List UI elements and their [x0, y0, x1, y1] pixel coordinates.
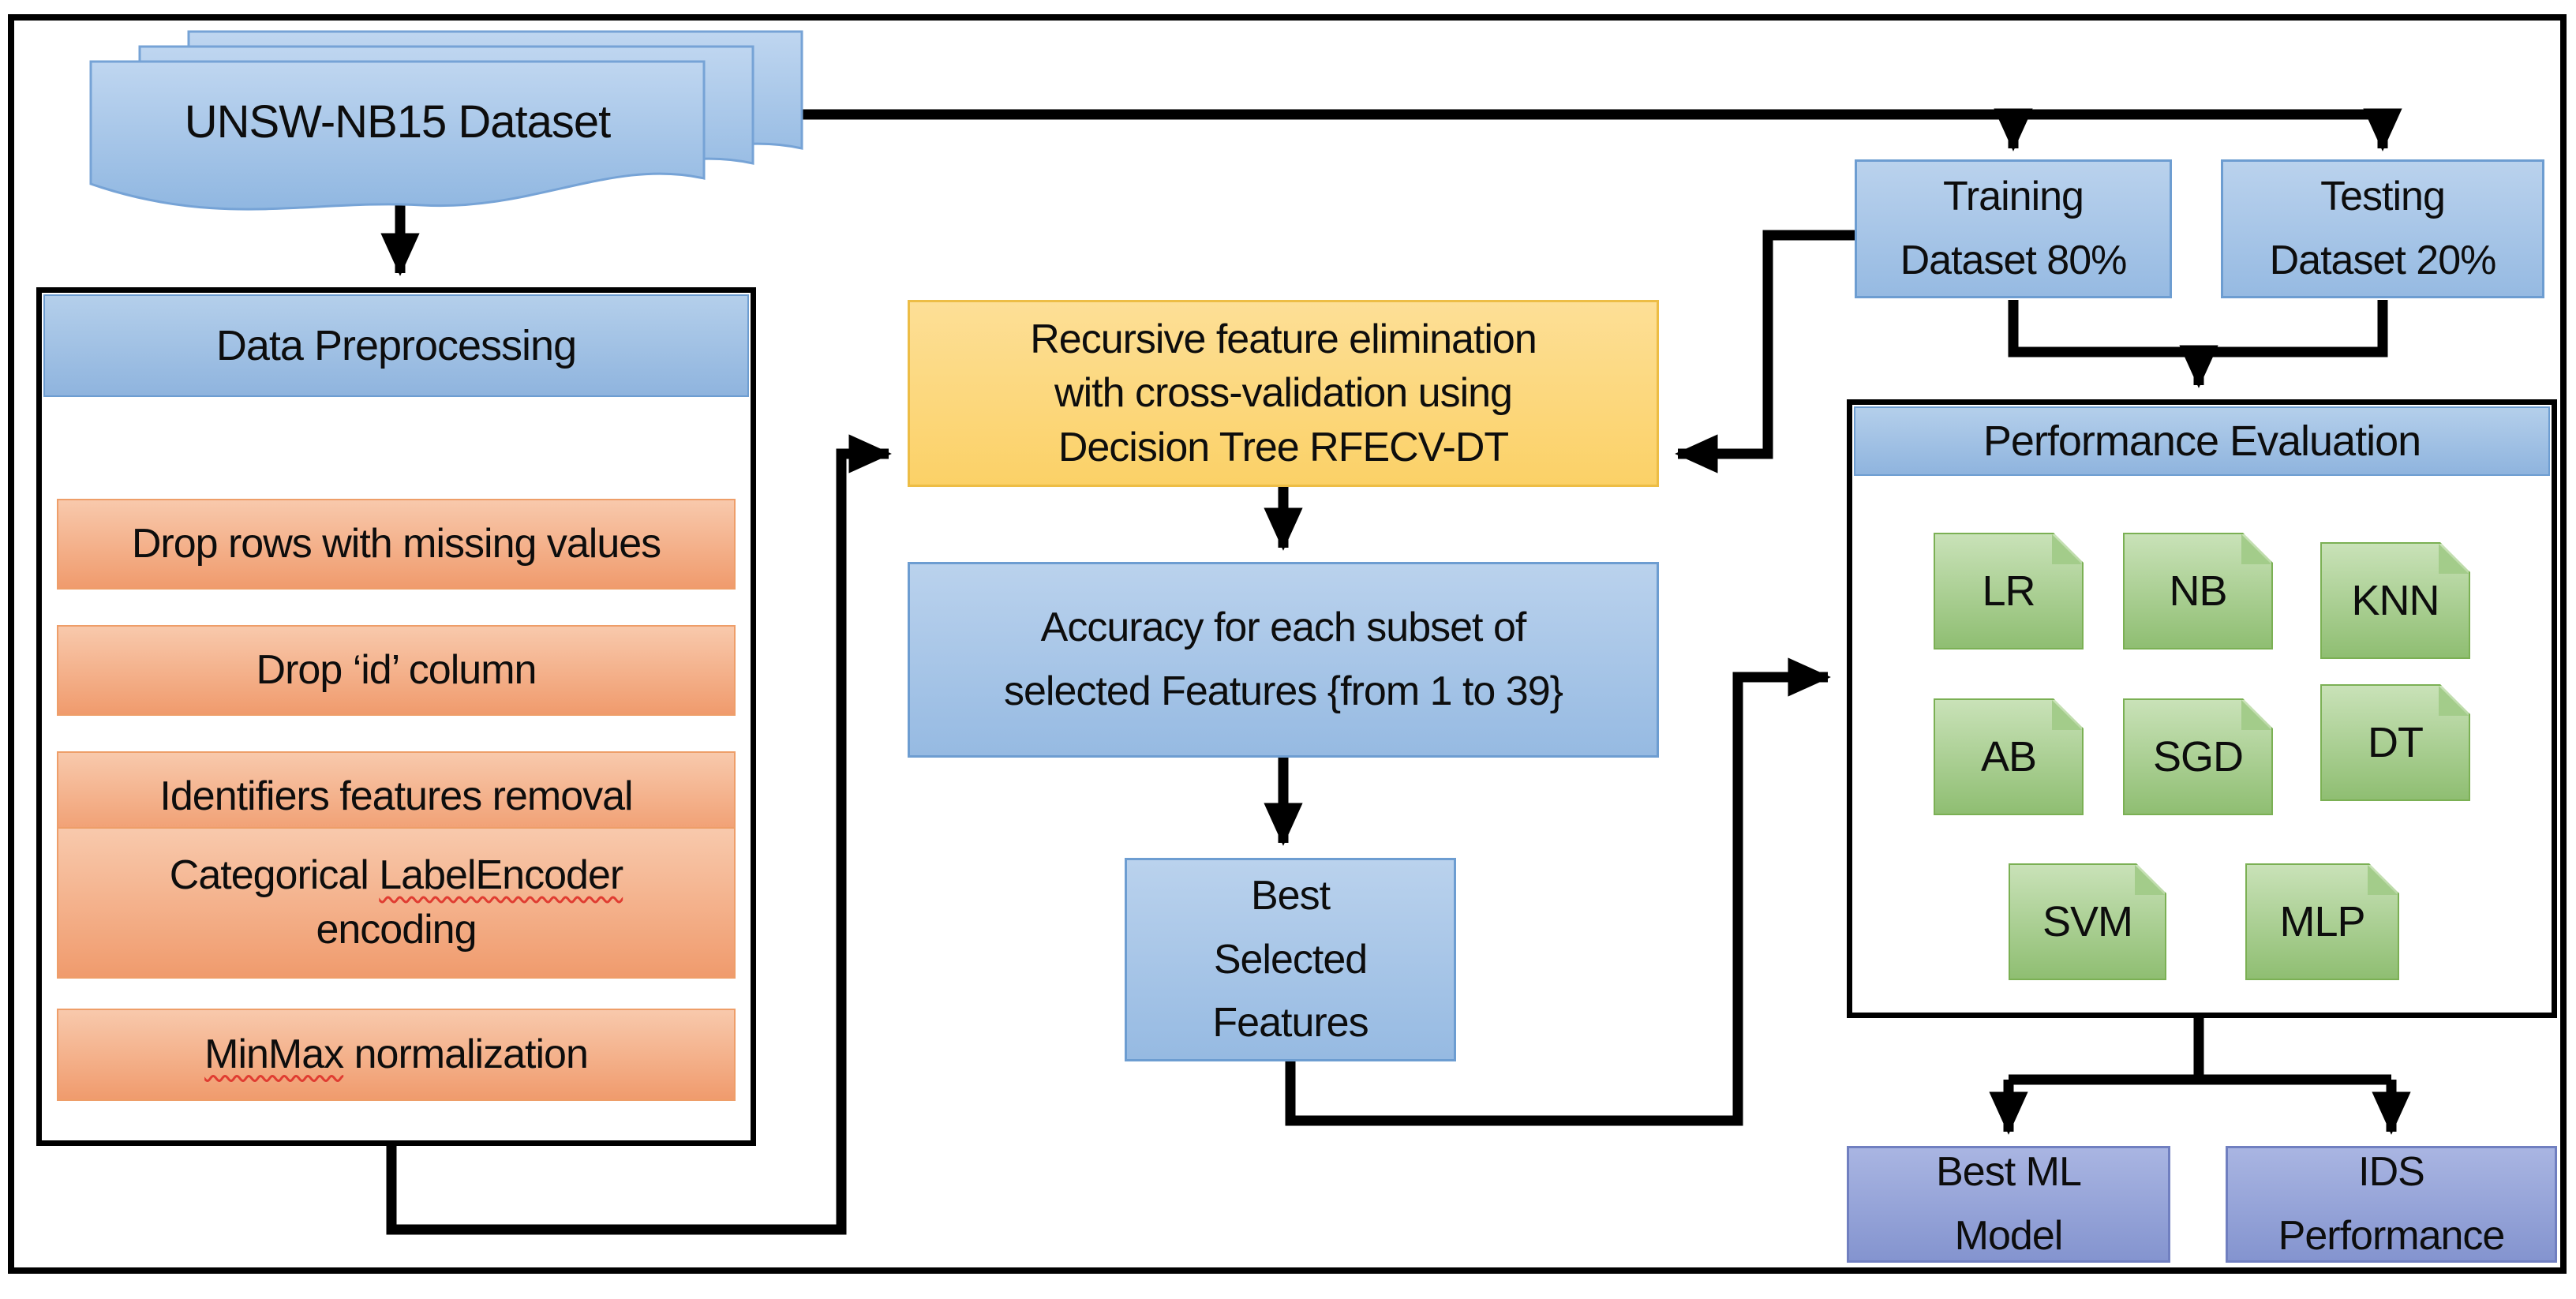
evaluation-header-label: Performance Evaluation	[1983, 417, 2421, 465]
model-label: KNN	[2351, 576, 2439, 624]
model-label: SGD	[2152, 732, 2244, 781]
model-label: DT	[2368, 718, 2423, 766]
dataset-label: UNSW-NB15 Dataset	[184, 96, 612, 148]
model-label: SVM	[2042, 897, 2133, 945]
model-label: AB	[1980, 732, 2037, 781]
preprocessing-header: Data Preprocessing	[43, 294, 749, 397]
preprocessing-step-labelencoder: Categorical LabelEncoder encoding	[57, 827, 736, 979]
output-line: IDS	[2358, 1149, 2425, 1196]
rfecv-line: Decision Tree RFECV-DT	[1058, 424, 1509, 470]
preprocessing-header-label: Data Preprocessing	[215, 321, 577, 369]
model-label: MLP	[2279, 897, 2365, 945]
preprocessing-step-drop-missing: Drop rows with missing values	[57, 499, 736, 590]
step-label: Drop rows with missing values	[131, 521, 661, 567]
output-ids-performance: IDS Performance	[2226, 1146, 2557, 1263]
model-chip-ab: AB	[1934, 698, 2084, 815]
accuracy-line: selected Features {from 1 to 39}	[1004, 668, 1563, 714]
step-label: Identifiers features removal	[159, 773, 633, 820]
testing-line: Dataset 20%	[2269, 238, 2497, 283]
preprocessing-panel	[36, 287, 756, 1146]
training-line: Dataset 80%	[1900, 238, 2128, 283]
step-label-flagged-word: LabelEncoder	[379, 852, 623, 899]
dataset-document-stack	[89, 30, 803, 211]
step-label-part: Categorical	[169, 852, 380, 899]
preprocessing-step-identifiers-removal: Identifiers features removal	[57, 751, 736, 842]
training-line: Training	[1943, 174, 2084, 220]
model-chip-mlp: MLP	[2245, 863, 2399, 980]
model-chip-knn: KNN	[2320, 542, 2470, 659]
testing-line: Testing	[2320, 174, 2446, 220]
evaluation-header: Performance Evaluation	[1854, 406, 2550, 476]
training-dataset-node: Training Dataset 80%	[1855, 159, 2172, 298]
rfecv-line: with cross-validation using	[1054, 370, 1513, 417]
best-features-line: Selected	[1213, 936, 1368, 983]
rfecv-node: Recursive feature elimination with cross…	[908, 300, 1659, 487]
accuracy-node: Accuracy for each subset of selected Fea…	[908, 562, 1659, 758]
best-features-line: Best	[1250, 873, 1331, 919]
model-label: NB	[2169, 567, 2227, 615]
preprocessing-step-drop-id: Drop ‘id’ column	[57, 625, 736, 716]
step-label-flagged-word: MinMax	[204, 1031, 344, 1078]
testing-dataset-node: Testing Dataset 20%	[2221, 159, 2544, 298]
rfecv-line: Recursive feature elimination	[1030, 316, 1537, 362]
dataset-node: UNSW-NB15 Dataset	[91, 75, 704, 170]
best-features-node: Best Selected Features	[1125, 858, 1456, 1061]
step-label: MinMax normalization	[204, 1028, 589, 1082]
model-chip-sgd: SGD	[2123, 698, 2273, 815]
model-chip-nb: NB	[2123, 533, 2273, 650]
output-line: Best ML	[1936, 1149, 2082, 1196]
model-chip-lr: LR	[1934, 533, 2084, 650]
output-best-ml-model: Best ML Model	[1847, 1146, 2170, 1263]
step-label-line1: Categorical LabelEncoder	[170, 848, 623, 903]
output-line: Model	[1954, 1213, 2064, 1259]
best-features-line: Features	[1212, 1000, 1368, 1046]
model-label: LR	[1982, 567, 2035, 615]
preprocessing-step-minmax: MinMax normalization	[57, 1009, 736, 1101]
output-line: Performance	[2278, 1213, 2506, 1259]
model-chip-dt: DT	[2320, 684, 2470, 801]
step-label: Drop ‘id’ column	[256, 647, 537, 694]
model-chip-svm: SVM	[2009, 863, 2166, 980]
diagram-border	[8, 14, 2567, 1274]
accuracy-line: Accuracy for each subset of	[1040, 605, 1527, 651]
step-label-part: normalization	[343, 1031, 589, 1078]
step-label-line2: encoding	[316, 907, 477, 953]
